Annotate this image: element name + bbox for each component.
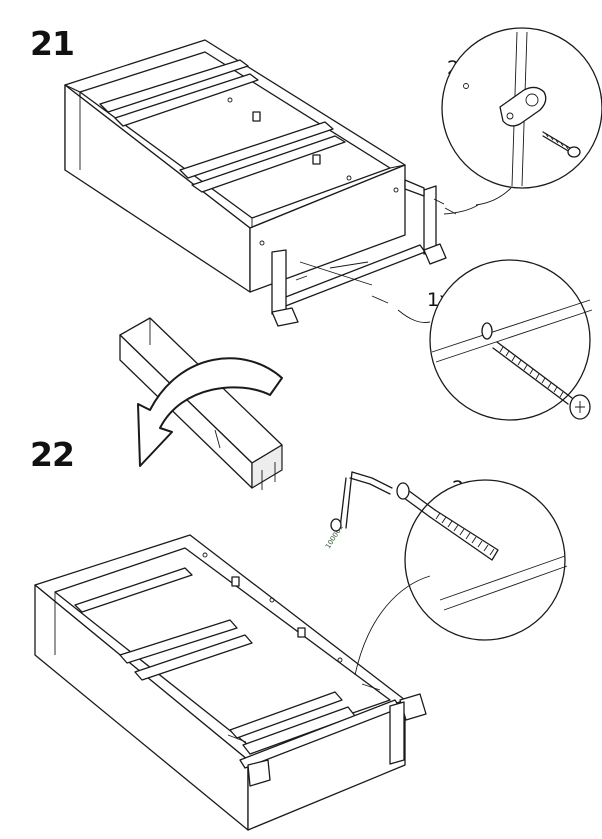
allen-key-tool [330, 471, 393, 532]
step-21-number: 21 [30, 24, 75, 63]
rotate-arrow-icon [137, 357, 283, 467]
rotation-hint [119, 317, 283, 490]
step-22-drawer-box [34, 534, 427, 831]
long-screw-detail [397, 259, 593, 421]
step-21-drawer-box [64, 39, 457, 327]
dowel-detail [354, 479, 568, 676]
step-22-number: 22 [30, 435, 75, 474]
bracket-screw-detail [441, 27, 602, 215]
